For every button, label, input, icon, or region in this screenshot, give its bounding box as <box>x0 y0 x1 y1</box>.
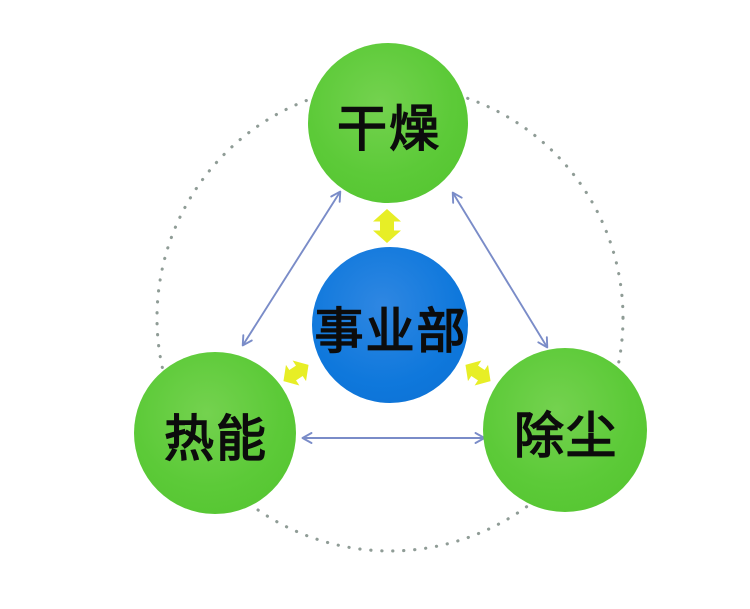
node-thermal-energy-label: 热能 <box>164 411 268 467</box>
node-dust-removal: 除尘 <box>483 348 647 512</box>
connector-arrows <box>241 190 549 444</box>
exchange-double-arrow-icon-left <box>283 360 309 386</box>
node-dust-removal-label: 除尘 <box>514 408 618 464</box>
node-drying: 干燥 <box>308 43 468 203</box>
double-headed-arrow-icon-top-right <box>451 191 549 349</box>
node-business-division-label: 事业部 <box>314 304 468 359</box>
node-business-division: 事业部 <box>312 247 468 403</box>
double-headed-arrow-icon-top-left <box>241 190 342 347</box>
exchange-double-arrow-icon-right <box>465 360 491 386</box>
exchange-arrows <box>283 209 491 386</box>
node-thermal-energy: 热能 <box>134 352 296 514</box>
dotted-orbit-circle <box>155 83 625 553</box>
exchange-double-arrow-icon-top <box>373 209 401 243</box>
node-drying-label: 干燥 <box>337 101 441 157</box>
